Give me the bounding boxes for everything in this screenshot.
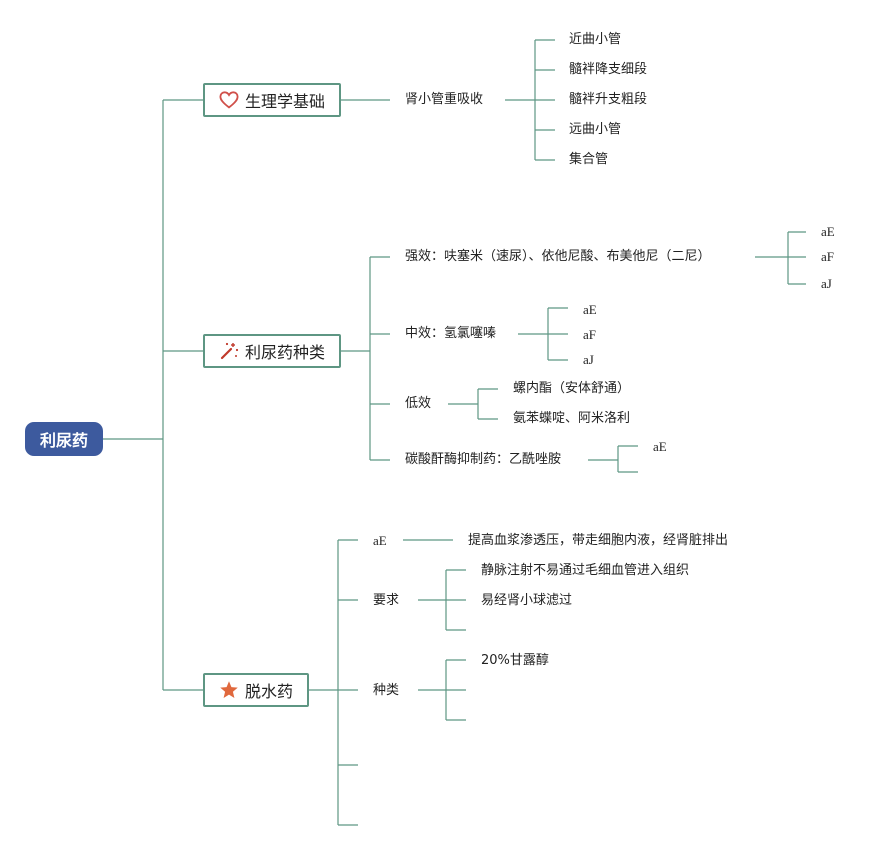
medium-sub-item[interactable]: aJ [583,352,594,367]
segment-item[interactable]: 远曲小管 [569,122,622,137]
strong-sub-item[interactable]: aJ [821,276,832,291]
requirement-node[interactable]: 要求 [373,593,400,608]
medium-diuretics-node[interactable]: 中效：氢氯噻嗪 [405,326,497,341]
kinds-item[interactable]: 20%甘露醇 [481,653,549,668]
reabsorption-node[interactable]: 肾小管重吸收 [405,92,484,107]
requirement-item[interactable]: 易经肾小球滤过 [481,593,573,608]
star-icon [219,680,239,700]
heart-icon [219,91,239,109]
strong-sub-item[interactable]: aF [821,249,834,264]
dehydration-ae-node[interactable]: aE [373,533,387,548]
branch-physiology[interactable]: 生理学基础 [203,83,341,117]
dehydration-ae-text[interactable]: 提高血浆渗透压，带走细胞内液，经肾脏排出 [468,533,729,548]
strong-sub-item[interactable]: aE [821,224,835,239]
root-node[interactable]: 利尿药 [25,422,103,456]
cai-sub-item[interactable]: aE [653,439,667,454]
branch-types[interactable]: 利尿药种类 [203,334,341,368]
medium-sub-item[interactable]: aE [583,302,597,317]
branch-physiology-label: 生理学基础 [244,92,325,111]
branch-types-label: 利尿药种类 [244,343,325,362]
segment-item[interactable]: 髓袢升支粗段 [569,92,648,107]
branch-dehydration[interactable]: 脱水药 [203,673,309,707]
medium-sub-item[interactable]: aF [583,327,596,342]
low-diuretics-node[interactable]: 低效 [405,396,432,411]
low-sub-item[interactable]: 螺内酯（安体舒通） [513,381,631,396]
root-label: 利尿药 [39,431,88,450]
cai-diuretics-node[interactable]: 碳酸酐酶抑制药：乙酰唑胺 [405,452,562,467]
low-sub-item[interactable]: 氨苯蝶啶、阿米洛利 [513,411,631,426]
branch-dehydration-label: 脱水药 [244,682,293,701]
segment-item[interactable]: 近曲小管 [569,32,622,47]
magic-wand-icon [219,341,239,361]
segment-item[interactable]: 髓袢降支细段 [569,62,648,77]
requirement-item[interactable]: 静脉注射不易通过毛细血管进入组织 [481,563,690,578]
kinds-node[interactable]: 种类 [373,683,400,698]
strong-diuretics-node[interactable]: 强效：呋塞米（速尿）、依他尼酸、布美他尼（二尼） [405,249,711,264]
segment-item[interactable]: 集合管 [569,152,609,167]
